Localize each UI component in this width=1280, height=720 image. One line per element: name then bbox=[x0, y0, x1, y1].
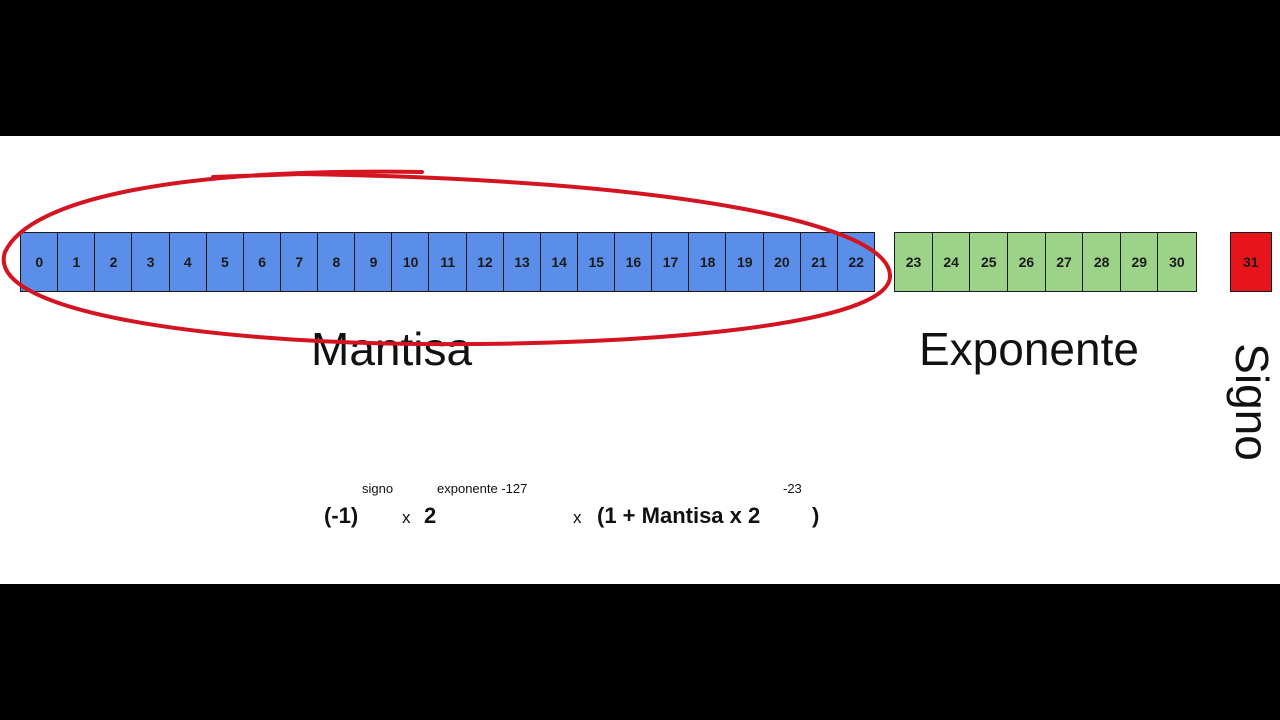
formula-sign-base: (-1) bbox=[324, 503, 359, 528]
bit-cell-19: 19 bbox=[725, 232, 765, 292]
formula-sign-exponent: signo bbox=[362, 481, 394, 496]
bit-cell-25: 25 bbox=[969, 232, 1009, 292]
formula-close-paren: ) bbox=[812, 503, 820, 528]
bit-cell-26: 26 bbox=[1006, 232, 1046, 292]
bit-cell-10: 10 bbox=[391, 232, 430, 292]
bit-cell-11: 11 bbox=[428, 232, 468, 292]
bit-cell-12: 12 bbox=[465, 232, 505, 292]
bit-cell-13: 13 bbox=[502, 232, 542, 292]
sign-label: Signo bbox=[1226, 343, 1278, 461]
bit-cell-4: 4 bbox=[168, 232, 208, 292]
bit-cell-16: 16 bbox=[614, 232, 653, 292]
bit-cell-2: 2 bbox=[94, 232, 133, 292]
bit-cell-1: 1 bbox=[57, 232, 96, 292]
bit-cell-24: 24 bbox=[931, 232, 971, 292]
bit-cell-28: 28 bbox=[1082, 232, 1122, 292]
bit-cell-21: 21 bbox=[799, 232, 839, 292]
bit-cell-29: 29 bbox=[1119, 232, 1159, 292]
formula-mantissa-term: (1 + Mantisa x 2 bbox=[597, 503, 761, 528]
bit-cell-30: 30 bbox=[1157, 232, 1197, 292]
bit-cell-31: 31 bbox=[1230, 232, 1272, 292]
bit-cell-22: 22 bbox=[836, 232, 876, 292]
bit-cell-3: 3 bbox=[131, 232, 171, 292]
formula-mantissa-exponent: -23 bbox=[783, 481, 802, 496]
bit-cell-17: 17 bbox=[651, 232, 690, 292]
bit-cell-9: 9 bbox=[354, 232, 393, 292]
formula-times-2: x bbox=[573, 508, 582, 527]
bit-cell-23: 23 bbox=[894, 232, 934, 292]
bit-cell-14: 14 bbox=[539, 232, 579, 292]
bit-cell-27: 27 bbox=[1044, 232, 1084, 292]
bit-cell-18: 18 bbox=[688, 232, 727, 292]
formula-times-1: x bbox=[402, 508, 411, 527]
bit-cell-7: 7 bbox=[279, 232, 319, 292]
bit-cell-20: 20 bbox=[762, 232, 802, 292]
bit-cell-0: 0 bbox=[20, 232, 59, 292]
bit-cell-15: 15 bbox=[576, 232, 616, 292]
exponent-label: Exponente bbox=[919, 323, 1139, 375]
bit-cell-6: 6 bbox=[242, 232, 282, 292]
bit-cell-8: 8 bbox=[317, 232, 356, 292]
formula-power-exponent: exponente -127 bbox=[437, 481, 528, 496]
mantissa-label: Mantisa bbox=[311, 323, 473, 375]
formula-power-base: 2 bbox=[424, 503, 437, 528]
bit-cell-5: 5 bbox=[205, 232, 245, 292]
